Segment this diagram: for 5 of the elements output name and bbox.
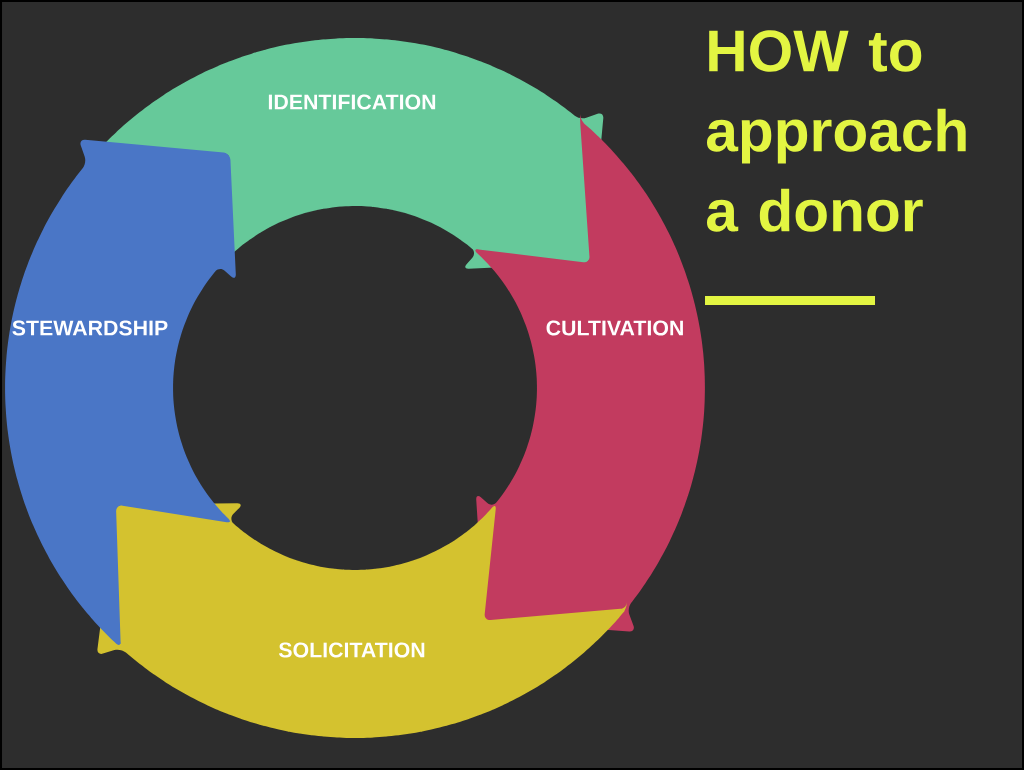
arrow-segment: IDENTIFICATION xyxy=(86,38,604,272)
arrow-segment: CULTIVATION xyxy=(471,113,705,632)
arrow-segment: STEWARDSHIP xyxy=(5,139,236,645)
title: HOW to approach a donor xyxy=(707,30,966,232)
arrow-segment: SOLICITATION xyxy=(97,502,628,738)
